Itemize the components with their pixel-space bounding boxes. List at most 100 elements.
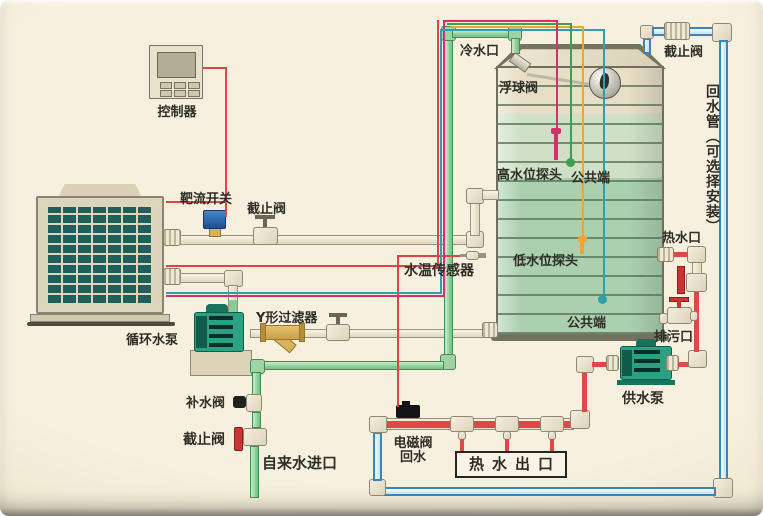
heat-pump-fan-cap bbox=[58, 184, 142, 198]
label-tap-inlet: 自来水进口 bbox=[262, 454, 338, 472]
wire-bundle-magenta bbox=[166, 295, 445, 297]
label-drain-port: 排污口 bbox=[654, 330, 694, 345]
pipe-coupling bbox=[657, 247, 674, 262]
sensor-wire bbox=[398, 255, 466, 257]
return-bottom-pipe bbox=[384, 487, 716, 496]
pipe-elbow bbox=[570, 410, 590, 429]
y-filter-cap bbox=[299, 323, 305, 342]
label-high-level-probe: 高水位探头 bbox=[497, 168, 563, 183]
controller-button bbox=[188, 90, 200, 97]
high-level-probe-tip bbox=[551, 128, 561, 134]
wire-bundle-teal bbox=[166, 292, 442, 294]
heat-pump-supply-pipe bbox=[180, 235, 472, 245]
return-shutoff-valve bbox=[664, 22, 690, 40]
pipe-elbow bbox=[369, 479, 386, 496]
tank-inlet-stub bbox=[482, 190, 499, 200]
return-up-stub bbox=[373, 432, 382, 481]
low-level-probe-rod bbox=[580, 242, 584, 254]
low-probe-wire bbox=[582, 26, 584, 238]
makeup-valve-body bbox=[246, 394, 262, 412]
label-makeup-valve: 补水阀 bbox=[186, 396, 226, 411]
valve-stem bbox=[263, 219, 267, 229]
label-circulation-pump: 循环水泵 bbox=[126, 333, 179, 348]
sensor-wire bbox=[397, 255, 399, 407]
pipe-coupling bbox=[606, 355, 619, 371]
common-lower-wire bbox=[441, 29, 605, 31]
y-filter-cap bbox=[260, 323, 266, 342]
temp-sensor-pin bbox=[460, 254, 466, 257]
supply-pump-top bbox=[636, 339, 656, 348]
high-probe-wire bbox=[444, 20, 558, 22]
low-probe-wire bbox=[450, 26, 584, 28]
label-float-valve: 浮球阀 bbox=[499, 81, 539, 96]
label-shutoff-valve-return: 截止阀 bbox=[664, 45, 704, 60]
heat-pump-shadow bbox=[27, 322, 175, 326]
drain-valve-body bbox=[667, 307, 692, 324]
label-shutoff-valve-inlet: 截止阀 bbox=[183, 432, 225, 448]
wire-bundle-teal bbox=[440, 29, 442, 294]
hot-pipe-vertical bbox=[582, 372, 587, 412]
label-supply-pump: 供水泵 bbox=[622, 391, 664, 407]
wire-bundle-red bbox=[437, 20, 439, 267]
label-cold-inlet: 冷水口 bbox=[460, 44, 500, 59]
valve-stem bbox=[336, 317, 340, 325]
low-level-probe-tip bbox=[578, 236, 587, 242]
high-probe-wire bbox=[556, 20, 558, 130]
label-common-upper: 公共端 bbox=[571, 171, 611, 186]
controller-wire bbox=[203, 67, 227, 69]
controller-button bbox=[188, 82, 200, 89]
outlet-drop-pipe bbox=[550, 439, 554, 455]
solenoid-valve-device bbox=[396, 405, 420, 418]
cold-tank-stub bbox=[511, 38, 520, 54]
pipe-elbow bbox=[688, 350, 707, 368]
hot-outlet-box: 热水出口 bbox=[455, 451, 567, 478]
label-solenoid-line1: 电磁阀 bbox=[393, 436, 433, 451]
inlet-shutoff-body bbox=[243, 428, 267, 446]
return-dome-stub bbox=[643, 38, 651, 54]
circulation-pump-pedestal bbox=[190, 350, 252, 376]
tank-dome bbox=[497, 49, 663, 69]
label-temp-sensor: 水温传感器 bbox=[404, 263, 474, 279]
controller-button bbox=[160, 90, 172, 97]
controller-screen bbox=[157, 52, 196, 78]
outlet-tee bbox=[540, 416, 564, 432]
supply-pump-fins bbox=[634, 350, 660, 376]
outlet-tee bbox=[450, 416, 474, 432]
heat-pump-return-pipe bbox=[180, 273, 230, 283]
pipe-elbow bbox=[687, 246, 706, 263]
outlet-tee bbox=[495, 416, 519, 432]
cold-riser-pipe bbox=[444, 38, 453, 360]
common-lower-tip bbox=[598, 295, 607, 304]
shutoff-valve-body bbox=[253, 227, 278, 245]
label-return-pipe-note: 回水管（可选择安装） bbox=[704, 84, 720, 234]
hot-pipe-horizontal bbox=[592, 362, 608, 367]
label-hot-port: 热水口 bbox=[662, 231, 702, 246]
label-common-lower: 公共端 bbox=[567, 316, 607, 331]
wire-bundle-magenta bbox=[443, 20, 445, 297]
controller-button bbox=[174, 82, 186, 89]
valve-body bbox=[326, 324, 350, 341]
supply-pump-feet bbox=[617, 380, 675, 385]
circulation-pump-cap bbox=[196, 316, 207, 348]
circulation-pump-top bbox=[206, 304, 228, 314]
valve-handle bbox=[255, 215, 275, 219]
flow-switch-device bbox=[203, 210, 226, 229]
label-low-level-probe: 低水位探头 bbox=[513, 254, 579, 269]
inlet-pipe-upper bbox=[252, 412, 261, 428]
label-controller: 控制器 bbox=[157, 105, 197, 120]
pipe-coupling bbox=[163, 229, 181, 246]
hot-pipe-horizontal bbox=[678, 362, 692, 367]
label-flow-switch: 靶流开关 bbox=[180, 192, 233, 207]
label-solenoid-line2: 回水 bbox=[399, 450, 426, 465]
temp-sensor-tip bbox=[478, 253, 486, 258]
label-y-filter: Y形过滤器 bbox=[256, 311, 318, 326]
heat-pump-base bbox=[30, 314, 170, 322]
flow-switch-neck bbox=[209, 228, 221, 237]
controller-wire bbox=[166, 201, 226, 203]
tank-body bbox=[496, 66, 664, 338]
heat-pump-grille bbox=[46, 205, 154, 305]
controller-wire bbox=[225, 67, 227, 217]
pipe-coupling bbox=[163, 268, 181, 285]
valve-handle bbox=[329, 313, 347, 317]
